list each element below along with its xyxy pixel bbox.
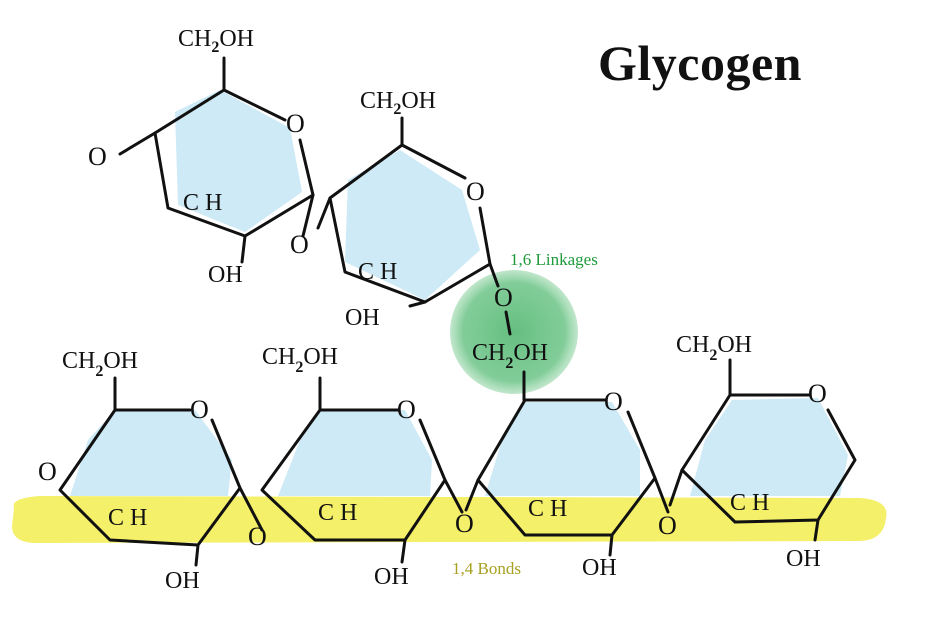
bond-line — [240, 234, 247, 264]
glycosidic-oxygen-b1: O — [248, 522, 267, 551]
linkages-label: 1,6 Linkages — [510, 250, 598, 269]
glycosidic-oxygen-top: O — [290, 230, 309, 259]
oh-label-b2: OH — [374, 564, 409, 590]
ch2oh-label-top1: CH2OH — [178, 26, 254, 56]
bond-line — [813, 518, 820, 542]
bond-line — [400, 538, 407, 564]
bond-line — [194, 543, 200, 567]
ring-fill — [345, 150, 480, 300]
bond-line — [316, 196, 332, 230]
bottom-ring-4 — [668, 358, 857, 542]
top-ring-2 — [316, 116, 500, 308]
ring-fill — [278, 410, 432, 496]
bottom-ring-2 — [260, 376, 464, 564]
linkage-bond — [504, 310, 512, 336]
ring-oxygen-top1: O — [286, 109, 305, 138]
top-ring-1 — [118, 56, 315, 264]
oh-label-b4: OH — [786, 546, 821, 572]
ring-fill — [690, 398, 848, 496]
ch2oh-label-top2: CH2OH — [360, 88, 436, 118]
ch2oh-label-b1: CH2OH — [62, 348, 138, 380]
ring-oxygen-b4: O — [808, 379, 827, 408]
ring-fill — [70, 410, 232, 496]
bottom-ring-3 — [464, 398, 670, 557]
bond-line — [653, 476, 670, 514]
linkage-highlight — [450, 270, 578, 394]
ring-oxygen-b2: O — [397, 395, 416, 424]
linkage-oxygen: O — [494, 283, 513, 312]
oh-label-top2: OH — [345, 305, 380, 331]
ring-fill — [485, 402, 640, 496]
bond-line — [118, 131, 157, 156]
oh-label-b1: OH — [165, 568, 200, 594]
bond-line — [668, 468, 684, 507]
bond-line — [443, 478, 464, 514]
ch2oh-label-b2: CH2OH — [262, 344, 338, 376]
oh-label-top1: OH — [208, 262, 243, 288]
bonds-label: 1,4 Bonds — [452, 559, 521, 578]
bottom-ring-1 — [58, 376, 264, 567]
bond-line — [464, 478, 480, 512]
bond-line — [408, 300, 427, 308]
ring-oxygen-b3: O — [604, 387, 623, 416]
linkage-ch2oh: CH2OH — [472, 340, 548, 372]
bond-line — [301, 193, 315, 238]
page-title: Glycogen — [598, 35, 802, 91]
bond-line — [488, 262, 500, 288]
bond-line — [608, 533, 614, 557]
bond-line — [238, 486, 264, 532]
oxygen-b1-left: O — [38, 457, 57, 486]
ring-fill — [175, 90, 302, 232]
oxygen-top1-left: O — [88, 142, 107, 171]
oh-label-b3: OH — [582, 555, 617, 581]
glycosidic-oxygen-b3: O — [658, 511, 677, 540]
ring-oxygen-top2: O — [466, 177, 485, 206]
ring-oxygen-b1: O — [190, 395, 209, 424]
ch2oh-label-b4: CH2OH — [676, 332, 752, 364]
glycosidic-oxygen-b2: O — [455, 509, 474, 538]
